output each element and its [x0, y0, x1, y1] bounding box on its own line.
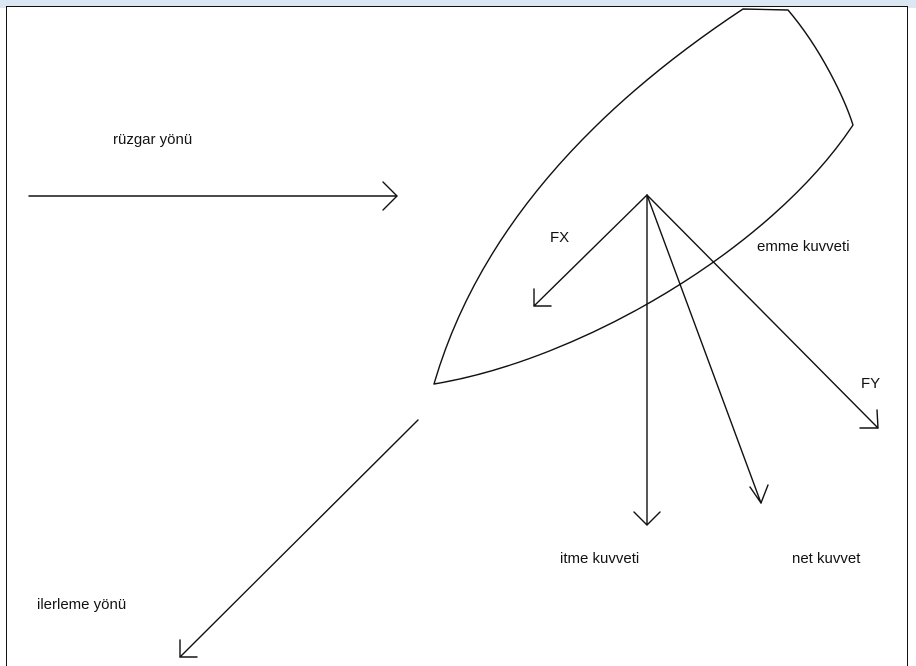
net-force-arrow	[646, 194, 769, 504]
travel-direction-arrow	[179, 419, 419, 658]
suction-force-label: emme kuvveti	[757, 238, 850, 255]
fx-label: FX	[550, 229, 570, 246]
thrust-force-label: itme kuvveti	[560, 550, 640, 567]
wind-direction-label: rüzgar yönü	[113, 131, 193, 148]
boat-hull	[433, 8, 854, 385]
fy-arrow	[646, 194, 879, 429]
fx-arrow	[533, 194, 648, 307]
wind-direction-arrow	[28, 181, 398, 211]
fy-label: FY	[861, 375, 881, 392]
thrust-force-arrow	[633, 194, 661, 526]
net-force-label: net kuvvet	[792, 550, 861, 567]
top-banner-strip	[0, 0, 916, 8]
diagram-frame	[6, 6, 908, 666]
travel-direction-label: ilerleme yönü	[37, 596, 127, 613]
